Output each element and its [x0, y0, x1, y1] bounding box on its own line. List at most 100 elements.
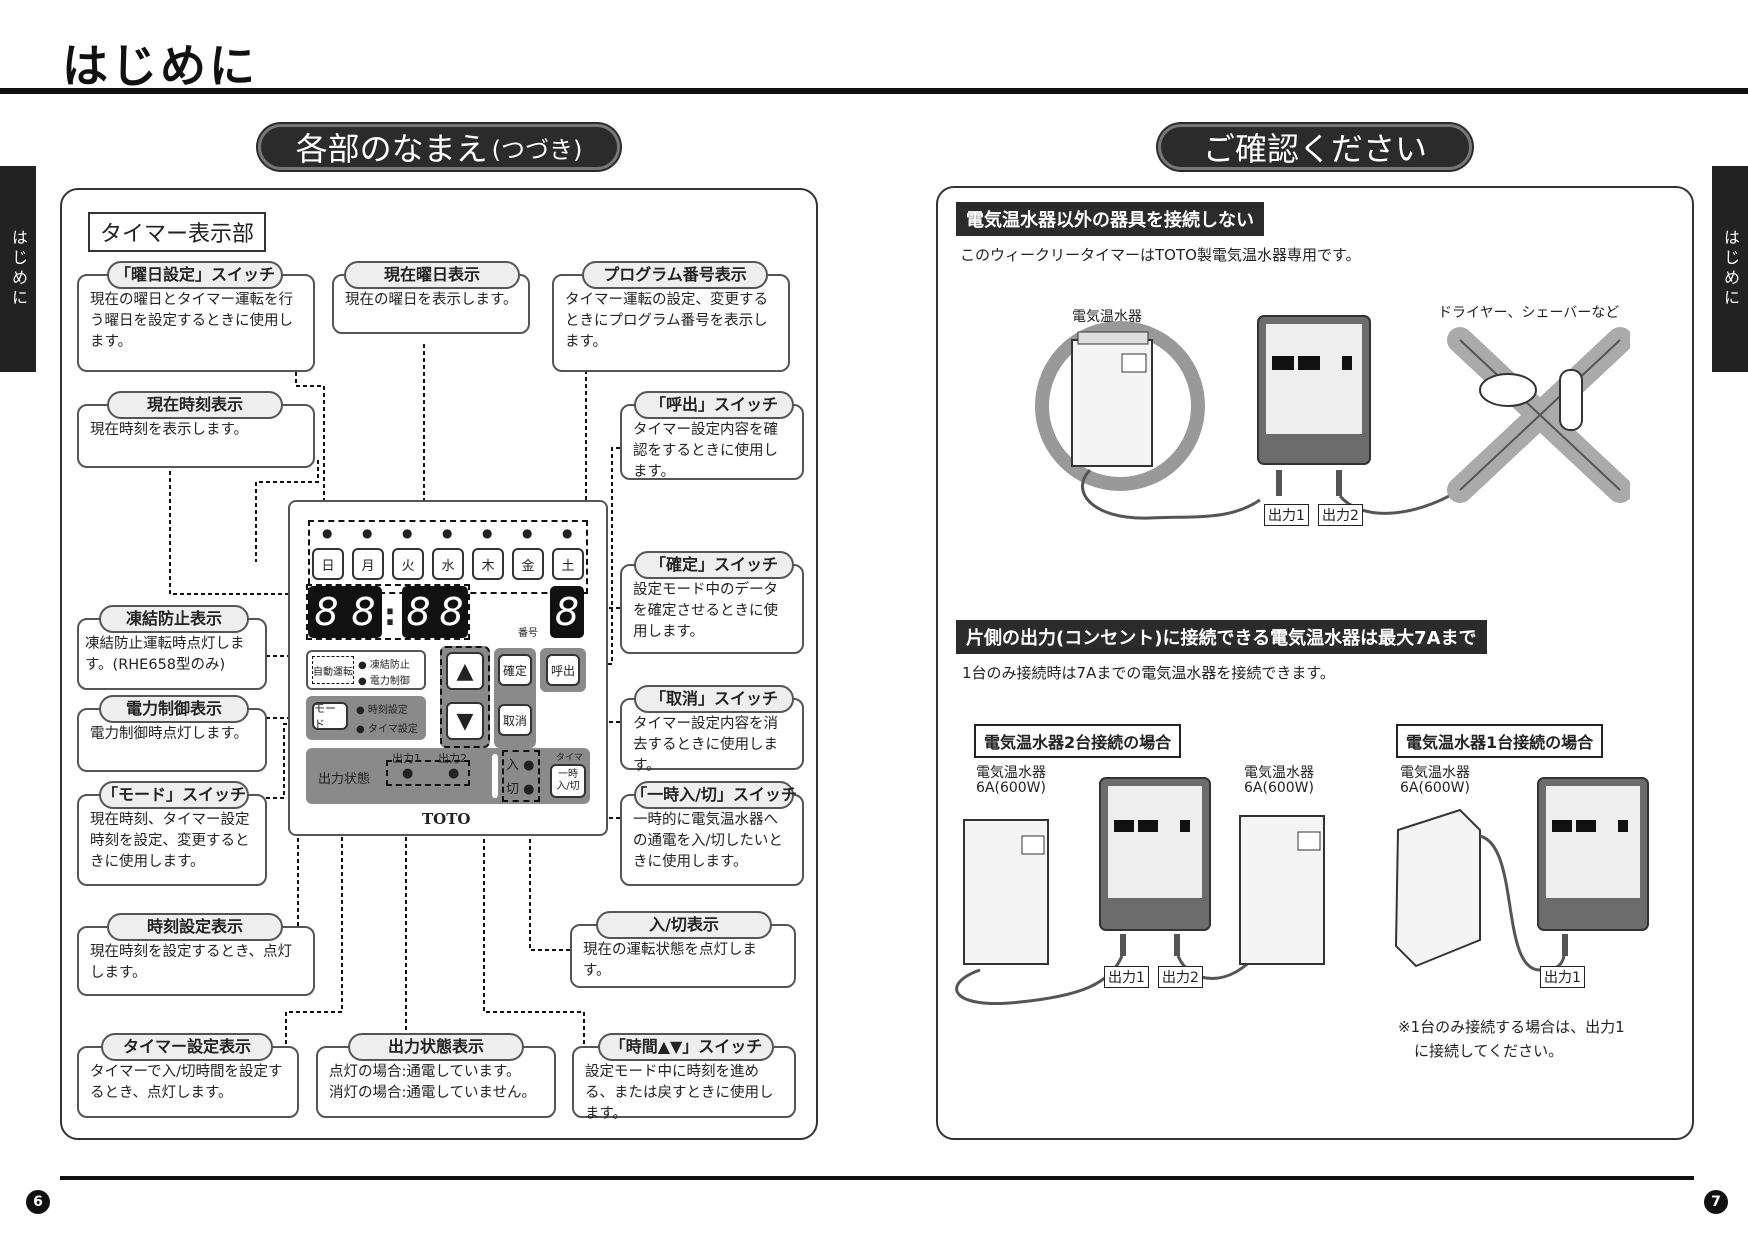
day-button[interactable]: 土: [552, 548, 584, 580]
callout-text: 現在時刻、タイマー設定時刻を設定、変更するときに使用します。: [90, 812, 250, 871]
callout-timer-set: タイマー設定表示 タイマーで入/切時間を設定するとき、点灯します。: [77, 1033, 299, 1118]
unit-spec: 6A(600W): [1400, 780, 1470, 797]
callout-freeze: 凍結防止表示 凍結防止運転時点灯します。(RHE658型のみ): [77, 605, 267, 690]
callout-title: 時刻設定表示: [107, 913, 283, 941]
mode-block: モード ● 時刻設定 ● タイマ設定: [306, 696, 426, 740]
callout-cur-time: 現在時刻表示 現在時刻を表示します。: [77, 391, 315, 468]
callout-text: 一時的に電気温水器への通電を入/切したいときに使用します。: [633, 812, 783, 871]
callout-text: 現在時刻を表示します。: [90, 422, 249, 438]
sec2-title: 片側の出力(コンセント)に接続できる電気温水器は最大7Aまで: [956, 620, 1487, 654]
unit-name: 電気温水器: [1400, 765, 1470, 781]
day-button[interactable]: 月: [352, 548, 384, 580]
callout-time-set: 時刻設定表示 現在時刻を設定するとき、点灯します。: [77, 913, 315, 996]
note-line-1: ※1台のみ接続する場合は、出力1: [1398, 1018, 1625, 1036]
day-led: ●: [562, 526, 573, 540]
callout-text: タイマーで入/切時間を設定するとき、点灯します。: [90, 1064, 283, 1102]
output-state-label: 出力状態: [318, 772, 371, 787]
off-indicator: 切 ●: [506, 782, 535, 797]
temp-btn-line-1: 一時: [558, 769, 578, 780]
clock-digit-group: [306, 584, 470, 640]
day-led: ●: [402, 526, 413, 540]
callout-title: 現在時刻表示: [107, 391, 283, 419]
callout-title: プログラム番号表示: [582, 261, 768, 289]
callout-title: 電力制御表示: [99, 695, 249, 723]
clock-colon: :: [384, 598, 396, 633]
callout-title: 凍結防止表示: [99, 605, 249, 633]
callout-prog-no: プログラム番号表示 タイマー運転の設定、変更するときにプログラム番号を表示します…: [552, 261, 790, 372]
day-button[interactable]: 日: [312, 548, 344, 580]
hour-digit-2: 8: [351, 590, 376, 634]
callout-recall: 「呼出」スイッチ タイマー設定内容を確認をするときに使用します。: [620, 391, 804, 480]
callout-title: 入/切表示: [596, 911, 772, 939]
callout-text: 現在の曜日を表示します。: [345, 292, 518, 308]
on-label: 入: [506, 758, 520, 773]
temp-btn-line-2: 入/切: [556, 781, 580, 792]
section-title-main: 各部のなまえ: [295, 130, 488, 168]
side-tab-right: はじめに: [1712, 166, 1748, 372]
day-button[interactable]: 火: [392, 548, 424, 580]
temp-onoff-button[interactable]: 一時 入/切: [550, 764, 586, 798]
shaver-icon: [1559, 369, 1583, 431]
callout-text: 現在時刻を設定するとき、点灯します。: [90, 944, 292, 982]
time-up-button[interactable]: ▲: [446, 652, 484, 690]
timer-set-label: タイマ設定: [367, 724, 418, 735]
mode-button[interactable]: モード: [312, 702, 348, 731]
program-number-display: 8: [550, 586, 584, 638]
callout-title: 「モード」スイッチ: [99, 781, 249, 809]
leader-mode: [266, 723, 308, 799]
heater-c-icon: [1394, 808, 1481, 968]
timer-display-label: タイマー表示部: [88, 212, 267, 252]
sec2-illustration: [955, 777, 1649, 1005]
callout-text: タイマー運転の設定、変更するときにプログラム番号を表示します。: [565, 292, 768, 351]
dryer-icon: [1479, 373, 1537, 407]
sec1-out1-tag: 出力1: [1264, 504, 1309, 526]
footer-rule: [60, 1176, 1694, 1180]
timer-set-indicator: ● タイマ設定: [356, 724, 418, 735]
header-rule: [0, 88, 1748, 94]
case2-title: 電気温水器2台接続の場合: [974, 724, 1182, 758]
day-button[interactable]: 水: [432, 548, 464, 580]
brand-logo: TOTO: [422, 810, 471, 828]
day-button[interactable]: 木: [472, 548, 504, 580]
output-2-label: 出力2: [438, 752, 467, 765]
freeze-indicator: ● 凍結防止: [358, 660, 410, 671]
callout-title: 「確定」スイッチ: [634, 551, 794, 579]
left-page-number: 6: [26, 1190, 50, 1214]
left-section-title: 各部のなまえ (つづき): [258, 124, 620, 170]
triangle-down-icon: ▼: [456, 708, 474, 734]
day-row: ●日●月●火●水●木●金●土: [312, 526, 588, 590]
triangle-up-icon: ▲: [456, 658, 474, 684]
leader-recall: [586, 447, 620, 665]
sec1-title: 電気温水器以外の器具を接続しない: [956, 202, 1264, 236]
callout-text-2: 消灯の場合:通電していません。: [329, 1085, 537, 1102]
day-button[interactable]: 金: [512, 548, 544, 580]
off-label: 切: [506, 782, 520, 797]
callout-onoff-disp: 入/切表示 現在の運転状態を点灯します。: [570, 911, 796, 988]
callout-title: 「呼出」スイッチ: [634, 391, 794, 419]
callout-text: 現在の運転状態を点灯します。: [583, 942, 757, 980]
on-indicator: 入 ●: [506, 758, 535, 773]
heater-label: 電気温水器: [1072, 309, 1142, 325]
callout-text: タイマー設定内容を消去するときに使用します。: [633, 716, 778, 775]
leader-cur-time-a: [255, 460, 319, 562]
callout-power: 電力制御表示 電力制御時点灯します。: [77, 695, 267, 772]
output-state-bar: 出力状態 出力1 出力2 ● ● 入 ● 切 ● タイマ 一時 入/切: [306, 748, 590, 804]
time-down-button[interactable]: ▼: [446, 702, 484, 740]
callout-text: 設定モード中のデータを確定させるときに使用します。: [633, 582, 778, 641]
output-1-led: ●: [402, 766, 414, 781]
callout-text: 凍結防止運転時点灯します。(RHE658型のみ): [85, 636, 245, 674]
day-led: ●: [442, 526, 453, 540]
confirm-button[interactable]: 確定: [498, 654, 532, 686]
cancel-button[interactable]: 取消: [498, 704, 532, 736]
callout-text-1: 点灯の場合:通電しています。: [329, 1064, 521, 1080]
callout-title: 「一時入/切」スイッチ: [631, 781, 797, 809]
time-set-label: 時刻設定: [367, 705, 408, 716]
callout-title: タイマー設定表示: [101, 1033, 273, 1061]
unit-spec: 6A(600W): [976, 780, 1046, 797]
recall-button[interactable]: 呼出: [546, 654, 580, 686]
